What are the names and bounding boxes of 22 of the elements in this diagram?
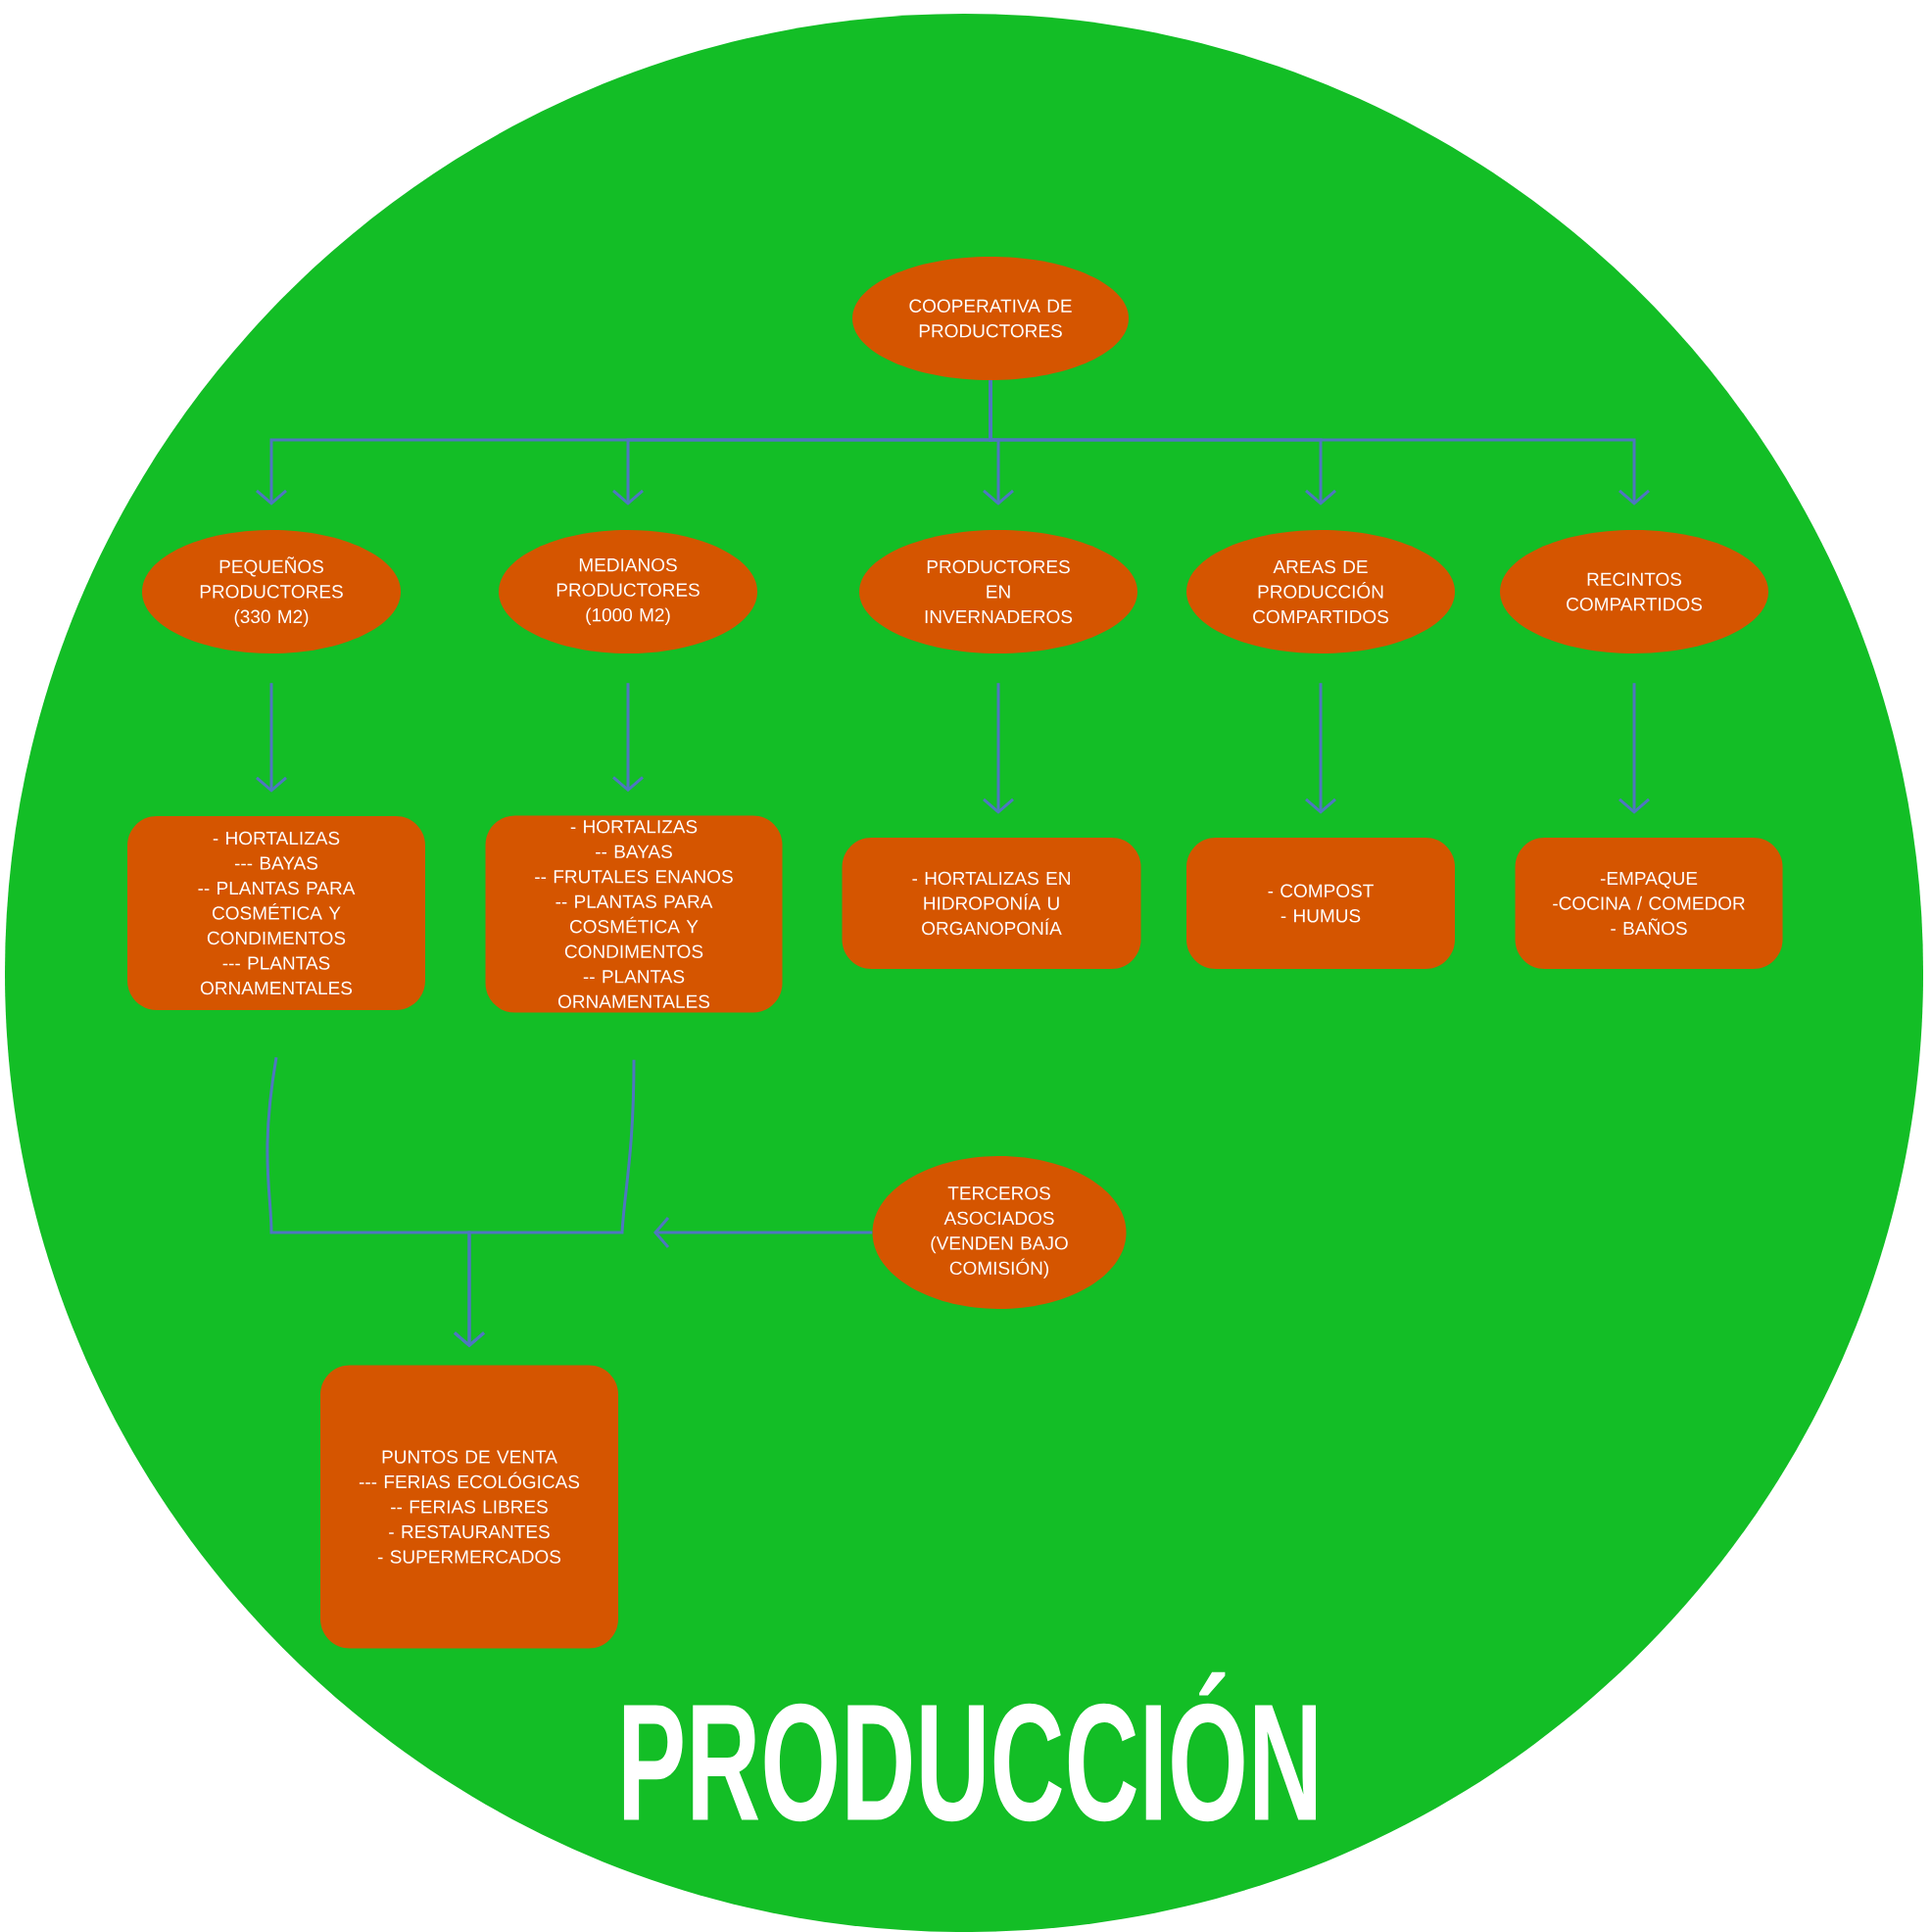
- ellipse-node: COOPERATIVA DE PRODUCTORES: [852, 257, 1129, 380]
- ellipse-node: TERCEROS ASOCIADOS (VENDEN BAJO COMISIÓN): [872, 1156, 1127, 1309]
- ellipse-node: RECINTOS COMPARTIDOS: [1500, 530, 1769, 653]
- ellipse-node: AREAS DE PRODUCCIÓN COMPARTIDOS: [1186, 530, 1455, 653]
- ellipse-node: PRODUCTORES EN INVERNADEROS: [859, 530, 1137, 653]
- arrow: [983, 683, 1014, 814]
- rounded-box: - COMPOST - HUMUS: [1186, 838, 1455, 969]
- arrow: [1618, 683, 1650, 814]
- title: PRODUCCIÓN: [623, 1671, 1316, 1822]
- arrow: [1305, 683, 1336, 814]
- arrow: [653, 1217, 873, 1248]
- arrow: [454, 1059, 636, 1348]
- rounded-box: - HORTALIZAS -- BAYAS -- FRUTALES ENANOS -- PLANTAS PARA COSMÉTICA Y CONDIMENTOS -- PLANTAS ORNAMENTALES: [485, 815, 783, 1013]
- rounded-box: PUNTOS DE VENTA --- FERIAS ECOLÓGICAS -- FERIAS LIBRES - RESTAURANTES - SUPERMERCADOS: [320, 1365, 618, 1649]
- arrow: [256, 683, 287, 793]
- rounded-box: -EMPAQUE -COCINA / COMEDOR - BAÑOS: [1515, 838, 1783, 969]
- arrow: [612, 683, 644, 793]
- ellipse-node: MEDIANOS PRODUCTORES (1000 M2): [499, 530, 757, 653]
- ellipse-node: PEQUEÑOS PRODUCTORES (330 M2): [142, 530, 401, 653]
- arrow: [989, 380, 1650, 506]
- rounded-box: - HORTALIZAS --- BAYAS -- PLANTAS PARA COSMÉTICA Y CONDIMENTOS --- PLANTAS ORNAMENTALES: [127, 816, 425, 1010]
- rounded-box: - HORTALIZAS EN HIDROPONÍA U ORGANOPONÍA: [842, 838, 1141, 969]
